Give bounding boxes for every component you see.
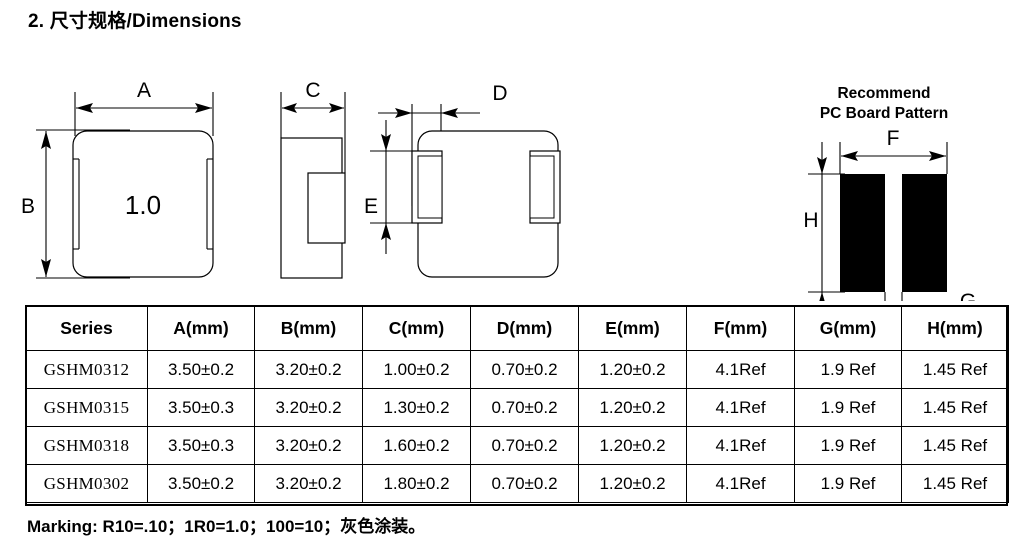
cell-h: 1.45 Ref xyxy=(901,426,1009,465)
cell-e: 1.20±0.2 xyxy=(578,426,687,465)
column-header-g: G(mm) xyxy=(794,305,902,351)
cell-series: GSHM0318 xyxy=(25,426,148,465)
cell-d: 0.70±0.2 xyxy=(470,464,579,503)
table-header-row: Series A(mm) B(mm) C(mm) D(mm) E(mm) F(m… xyxy=(25,305,1009,351)
table-row: GSHM0318 3.50±0.3 3.20±0.2 1.60±0.2 0.70… xyxy=(25,426,1009,465)
cell-e: 1.20±0.2 xyxy=(578,464,687,503)
table-row: GSHM0312 3.50±0.2 3.20±0.2 1.00±0.2 0.70… xyxy=(25,350,1009,389)
table-row: GSHM0302 3.50±0.2 3.20±0.2 1.80±0.2 0.70… xyxy=(25,464,1009,503)
cell-a: 3.50±0.2 xyxy=(147,464,255,503)
pcb-pad-right xyxy=(902,174,947,292)
cell-b: 3.20±0.2 xyxy=(254,388,363,427)
dimension-label-d: D xyxy=(492,82,507,105)
marking-note: Marking: R10=.10；1R0=1.0；100=10；灰色涂装。 xyxy=(27,517,426,536)
dimension-drawings: A B 1.0 C xyxy=(0,46,1028,301)
top-view-marking-text: 1.0 xyxy=(125,190,161,220)
cell-b: 3.20±0.2 xyxy=(254,464,363,503)
cell-f: 4.1Ref xyxy=(686,464,795,503)
bottom-view-group: D E xyxy=(364,82,561,278)
cell-d: 0.70±0.2 xyxy=(470,426,579,465)
cell-g: 1.9 Ref xyxy=(794,388,902,427)
dimension-label-e: E xyxy=(364,195,378,218)
cell-d: 0.70±0.2 xyxy=(470,388,579,427)
cell-g: 1.9 Ref xyxy=(794,464,902,503)
cell-b: 3.20±0.2 xyxy=(254,350,363,389)
pcb-pattern-title-line2: PC Board Pattern xyxy=(820,105,948,122)
cell-series: GSHM0315 xyxy=(25,388,148,427)
top-view-group: A B 1.0 xyxy=(21,79,214,279)
column-header-f: F(mm) xyxy=(686,305,795,351)
side-view-group: C xyxy=(280,79,346,279)
column-header-a: A(mm) xyxy=(147,305,255,351)
cell-a: 3.50±0.3 xyxy=(147,388,255,427)
dimensions-table: Series A(mm) B(mm) C(mm) D(mm) E(mm) F(m… xyxy=(25,305,1009,503)
page-title: 2. 尺寸规格/Dimensions xyxy=(28,11,242,32)
cell-g: 1.9 Ref xyxy=(794,426,902,465)
cell-f: 4.1Ref xyxy=(686,388,795,427)
top-view-body xyxy=(72,130,214,278)
dimension-label-b: B xyxy=(21,195,35,218)
dimension-label-g: G xyxy=(960,290,976,301)
cell-b: 3.20±0.2 xyxy=(254,426,363,465)
column-header-c: C(mm) xyxy=(362,305,471,351)
cell-a: 3.50±0.2 xyxy=(147,350,255,389)
cell-h: 1.45 Ref xyxy=(901,464,1009,503)
cell-c: 1.60±0.2 xyxy=(362,426,471,465)
side-view-terminal xyxy=(307,172,346,244)
cell-e: 1.20±0.2 xyxy=(578,350,687,389)
cell-c: 1.80±0.2 xyxy=(362,464,471,503)
dimension-label-c: C xyxy=(305,79,320,102)
cell-c: 1.00±0.2 xyxy=(362,350,471,389)
column-header-d: D(mm) xyxy=(470,305,579,351)
column-header-b: B(mm) xyxy=(254,305,363,351)
dimension-label-a: A xyxy=(137,79,151,102)
cell-g: 1.9 Ref xyxy=(794,350,902,389)
cell-e: 1.20±0.2 xyxy=(578,388,687,427)
cell-a: 3.50±0.3 xyxy=(147,426,255,465)
cell-c: 1.30±0.2 xyxy=(362,388,471,427)
cell-h: 1.45 Ref xyxy=(901,350,1009,389)
cell-d: 0.70±0.2 xyxy=(470,350,579,389)
dimension-label-f: F xyxy=(887,127,900,150)
cell-h: 1.45 Ref xyxy=(901,388,1009,427)
column-header-e: E(mm) xyxy=(578,305,687,351)
cell-f: 4.1Ref xyxy=(686,426,795,465)
dimension-label-h: H xyxy=(803,209,818,232)
column-header-series: Series xyxy=(25,305,148,351)
pcb-pattern-title-line1: Recommend xyxy=(837,85,930,102)
cell-series: GSHM0312 xyxy=(25,350,148,389)
table-row: GSHM0315 3.50±0.3 3.20±0.2 1.30±0.2 0.70… xyxy=(25,388,1009,427)
cell-f: 4.1Ref xyxy=(686,350,795,389)
cell-series: GSHM0302 xyxy=(25,464,148,503)
pcb-pad-left xyxy=(840,174,885,292)
column-header-h: H(mm) xyxy=(901,305,1009,351)
pcb-pattern-group: Recommend PC Board Pattern F H G xyxy=(803,85,976,301)
